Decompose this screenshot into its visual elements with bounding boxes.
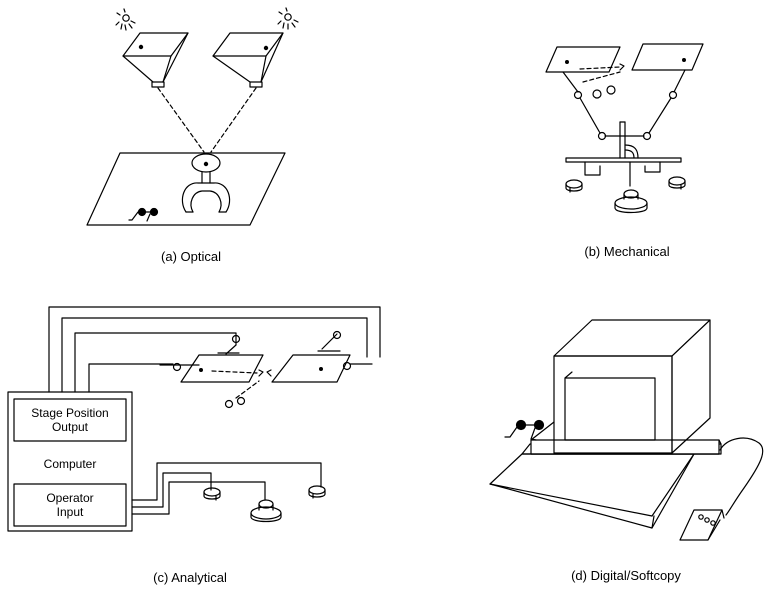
photo-plane-left bbox=[545, 46, 621, 73]
glasses-icon bbox=[128, 207, 159, 222]
analytical-plane-left bbox=[180, 354, 264, 383]
digital-glasses-icon bbox=[504, 419, 545, 441]
computer-label: Computer bbox=[43, 457, 97, 471]
analytical-footdisc-icon bbox=[250, 499, 282, 523]
operator-input-line1: Operator bbox=[46, 491, 94, 505]
keyboard bbox=[489, 453, 695, 529]
projector-left bbox=[122, 32, 189, 88]
panel-mechanical bbox=[545, 43, 704, 214]
analytical-handwheel-left-icon bbox=[203, 487, 221, 501]
stage-position-label: Stage Position Output bbox=[31, 406, 108, 434]
caption-analytical: (c) Analytical bbox=[153, 570, 227, 585]
operator-input-label: Operator Input bbox=[46, 491, 93, 519]
lamp-right-icon bbox=[277, 7, 299, 30]
stage-position-line1: Stage Position bbox=[31, 406, 109, 420]
handwheel-left-icon bbox=[565, 179, 583, 193]
caption-mechanical: (b) Mechanical bbox=[584, 244, 670, 259]
tracing-stand bbox=[181, 153, 231, 213]
analytical-plane-right bbox=[271, 354, 351, 383]
mouse-icon bbox=[679, 509, 725, 541]
tracing-table bbox=[86, 152, 286, 226]
panel-digital bbox=[489, 319, 764, 541]
stage-position-line2: Output bbox=[51, 420, 89, 434]
monitor bbox=[553, 319, 711, 454]
computer-box bbox=[7, 391, 133, 532]
operator-input-box bbox=[13, 483, 127, 527]
panel-analytical bbox=[7, 306, 381, 532]
handwheel-right-icon bbox=[668, 176, 686, 190]
stage-position-box bbox=[13, 398, 127, 442]
caption-digital: (d) Digital/Softcopy bbox=[571, 568, 681, 583]
caption-optical: (a) Optical bbox=[161, 249, 221, 264]
footdisc-icon bbox=[614, 189, 648, 214]
panel-optical bbox=[86, 7, 299, 226]
lamp-left-icon bbox=[115, 8, 136, 31]
analytical-handwheel-right-icon bbox=[308, 485, 326, 499]
photo-plane-right bbox=[631, 43, 704, 71]
operator-input-line2: Input bbox=[56, 505, 84, 519]
projector-right bbox=[212, 32, 284, 88]
